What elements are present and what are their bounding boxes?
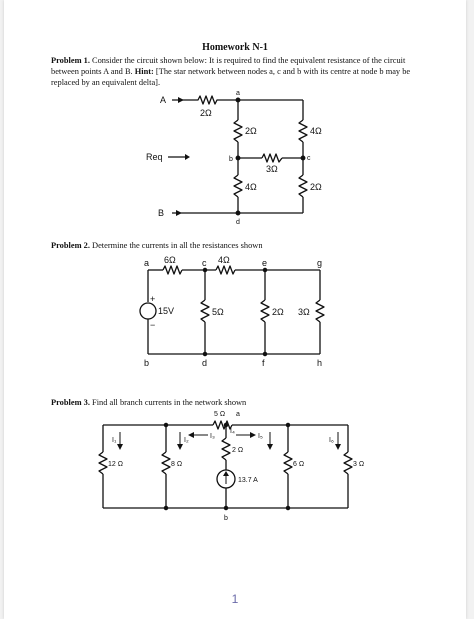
problem-3-text: Problem 3. Find all branch currents in t… xyxy=(51,398,431,409)
p1-label-r-right-top: 4Ω xyxy=(310,126,322,136)
p2-label-r4: 2Ω xyxy=(272,307,284,317)
p1-label-c: c xyxy=(307,155,311,162)
p1-label-a: a xyxy=(236,90,240,97)
p3-label-a: a xyxy=(236,411,240,418)
p1-label-r-bd: 4Ω xyxy=(245,182,257,192)
p2-label-g: g xyxy=(317,258,322,268)
p2-label-r1: 6Ω xyxy=(164,255,176,265)
problem-1-text: Problem 1. Consider the circuit shown be… xyxy=(51,56,431,88)
p3-label-r3: 3 Ω xyxy=(353,461,364,468)
p3-label-r2: 2 Ω xyxy=(232,447,243,454)
p1-label-r-top: 2Ω xyxy=(200,108,212,118)
p2-label-a: a xyxy=(144,258,149,268)
problem-2-body: Determine the currents in all the resist… xyxy=(89,241,263,250)
p2-label-r5: 3Ω xyxy=(298,307,310,317)
p2-label-c: c xyxy=(202,258,207,268)
p3-label-I3: I₃ xyxy=(210,433,215,440)
problem-1-hint-label: Hint: xyxy=(134,66,154,76)
p2-label-d: d xyxy=(202,358,207,368)
p3-label-r6: 6 Ω xyxy=(293,461,304,468)
p1-label-b: b xyxy=(229,156,233,163)
problem-3-heading: Problem 3. xyxy=(51,398,90,407)
p2-label-r3: 5Ω xyxy=(212,307,224,317)
p2-label-plus: + xyxy=(150,294,155,304)
p1-label-d: d xyxy=(236,219,240,226)
p2-label-source: 15V xyxy=(158,306,174,316)
p2-label-r2: 4Ω xyxy=(218,255,230,265)
p2-label-minus: − xyxy=(150,320,155,330)
problem-1-circuit xyxy=(168,95,308,216)
problem-1-body: Consider the circuit shown below: It is … xyxy=(51,56,406,76)
p1-label-r-ab: 2Ω xyxy=(245,126,257,136)
p2-label-h: h xyxy=(317,358,322,368)
p3-label-I5: I₅ xyxy=(258,433,263,440)
p1-label-req: Req xyxy=(146,152,163,162)
p3-label-I6: I₆ xyxy=(329,437,334,444)
problem-3-current-arrows xyxy=(117,432,341,484)
page-number: 1 xyxy=(231,592,239,606)
problem-2-text: Problem 2. Determine the currents in all… xyxy=(51,241,431,252)
p2-label-b: b xyxy=(144,358,149,368)
p3-label-r-top: 5 Ω xyxy=(214,411,225,418)
p3-label-I1: I₁ xyxy=(112,437,117,444)
p3-label-I2: I₂ xyxy=(184,437,189,444)
p3-label-r8: 8 Ω xyxy=(171,461,182,468)
p1-label-B: B xyxy=(158,208,164,218)
p1-label-r-bc: 3Ω xyxy=(266,164,278,174)
page-title: Homework N-1 xyxy=(202,42,268,53)
problem-2-circuit xyxy=(139,265,325,357)
p3-label-source: 13.7 A xyxy=(238,477,258,484)
problem-1-hint: [The star network between nodes a, c and… xyxy=(51,66,411,87)
p3-label-b: b xyxy=(224,515,228,522)
p1-label-r-right-bot: 2Ω xyxy=(310,182,322,192)
document-page: Homework N-1 Problem 1. Consider the cir… xyxy=(4,0,466,619)
problem-2-heading: Problem 2. xyxy=(51,241,90,250)
p3-label-I4: I₄ xyxy=(230,428,235,435)
p1-label-A: A xyxy=(160,95,166,105)
p2-label-e: e xyxy=(262,258,267,268)
p2-label-f: f xyxy=(262,358,265,368)
problem-3-body: Find all branch currents in the network … xyxy=(89,398,247,407)
p3-label-r12: 12 Ω xyxy=(108,461,123,468)
problem-1-heading: Problem 1. xyxy=(51,56,90,65)
problem-3-circuit xyxy=(98,420,353,511)
